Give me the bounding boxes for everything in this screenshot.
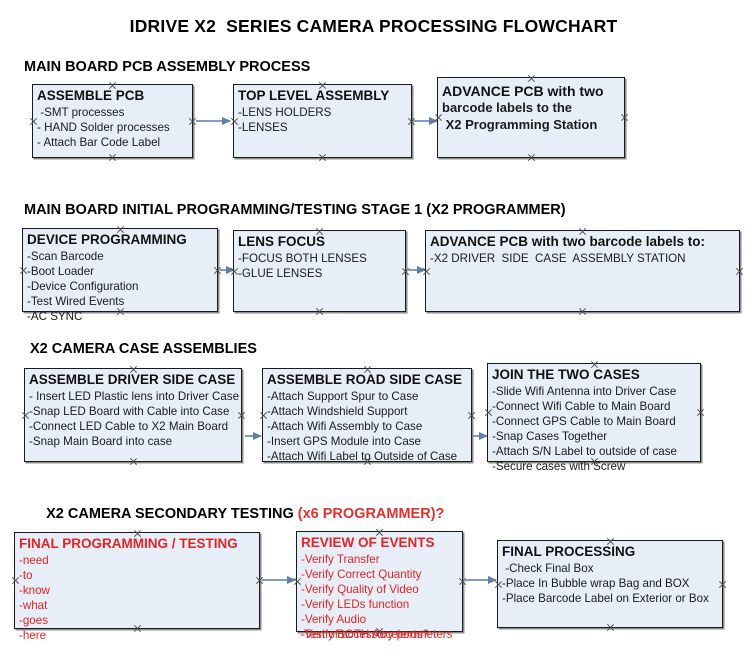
node-line-overflow: -Test of accessory ports? <box>300 628 429 641</box>
node-line: -Device Configuration <box>27 279 139 293</box>
section-header-label: X2 CAMERA SECONDARY TESTING <box>46 506 298 522</box>
node-line: -Check Final Box <box>502 561 594 575</box>
node-line: -know <box>19 583 50 597</box>
node-line: -LENSES <box>238 120 288 134</box>
node-line: -LENS HOLDERS <box>238 105 332 119</box>
node-line: - Insert LED Plastic lens into Driver Ca… <box>29 389 240 403</box>
arrow-final-programming-to-review-of-events <box>262 575 296 584</box>
node-final-programming-testing[interactable]: FINAL PROGRAMMING / TESTING -need -to -k… <box>14 532 260 642</box>
arrow-device-programming-to-lens-focus <box>220 265 235 274</box>
arrow-review-of-events-to-final-processing <box>464 575 497 584</box>
connector-handle-bottom-icon[interactable] <box>315 307 324 316</box>
connector-handle-right-icon[interactable] <box>735 267 744 276</box>
node-line: -Scan Barcode <box>27 249 104 263</box>
connector-handle-bottom-icon[interactable] <box>606 623 615 632</box>
section-header-x2-camera-case-assemblies: X2 CAMERA CASE ASSEMBLIES <box>30 341 257 357</box>
node-line: -FOCUS BOTH LENSES <box>238 251 367 265</box>
node-line: -AC SYNC <box>27 309 83 323</box>
node-line: -Verify BOTH Accelerometers <box>301 627 453 641</box>
node-header: TOP LEVEL ASSEMBLY <box>238 88 390 103</box>
connector-handle-bottom-icon[interactable] <box>527 153 536 162</box>
node-line: -here <box>19 628 47 642</box>
section-header-x2-camera-secondary-testing: X2 CAMERA SECONDARY TESTING (x6 PROGRAMM… <box>30 490 444 538</box>
node-line: -Attach Windshield Support <box>267 404 408 418</box>
node-final-processing[interactable]: FINAL PROCESSING -Check Final Box -Place… <box>497 540 723 628</box>
page-title: IDRIVE X2 SERIES CAMERA PROCESSING FLOWC… <box>129 16 618 36</box>
arrow-assemble-pcb-to-top-level <box>196 116 231 125</box>
node-line: -Attach Support Spur to Case <box>267 389 419 403</box>
node-line: - HAND Solder processes <box>37 120 170 134</box>
arrow-driver-case-to-road-case <box>245 431 262 440</box>
node-line: -Place Barcode Label on Exterior or Box <box>502 591 709 605</box>
node-line: -Verify Transfer <box>301 552 380 566</box>
node-line: -Attach S/N Label to outside of case <box>492 444 677 458</box>
node-line: -Insert GPS Module into Case <box>267 434 422 448</box>
node-advance-pcb-case-assembly-station[interactable]: ADVANCE PCB with two barcode labels to: … <box>425 230 740 312</box>
node-line: -Snap LED Board with Cable into Case <box>29 404 230 418</box>
node-line: -need <box>19 553 49 567</box>
node-line: -goes <box>19 613 49 627</box>
node-line: -Connect Wifi Cable to Main Board <box>492 399 671 413</box>
node-header: ADVANCE PCB with two <box>442 83 604 99</box>
node-line: -what <box>19 598 48 612</box>
node-header: DEVICE PROGRAMMING <box>27 232 187 247</box>
node-line: -Verify LEDs function <box>301 597 410 611</box>
node-assemble-road-side-case[interactable]: ASSEMBLE ROAD SIDE CASE -Attach Support … <box>262 368 472 463</box>
node-line: -SMT processes <box>37 105 125 119</box>
connector-handle-bottom-icon[interactable] <box>108 153 117 162</box>
node-line: -Slide Wifi Antenna into Driver Case <box>492 384 677 398</box>
node-line: -Test Wired Events <box>27 294 125 308</box>
node-line: -X2 DRIVER SIDE CASE ASSEMBLY STATION <box>430 251 686 265</box>
node-device-programming[interactable]: DEVICE PROGRAMMING -Scan Barcode -Boot L… <box>22 228 218 323</box>
node-line: -Verify Quality of Video <box>301 582 419 596</box>
node-join-the-two-cases[interactable]: JOIN THE TWO CASES -Slide Wifi Antenna i… <box>487 363 701 473</box>
arrow-lens-focus-to-advance-pcb-case <box>407 265 426 274</box>
node-line: -Connect LED Cable to X2 Main Board <box>29 419 229 433</box>
node-line: X2 Programming Station <box>442 117 598 133</box>
node-line: -Connect GPS Cable to Main Board <box>492 414 676 428</box>
arrow-top-level-to-advance-pcb <box>413 116 438 125</box>
node-header: ASSEMBLE ROAD SIDE CASE <box>267 372 463 387</box>
node-line: -Verify Correct Quantity <box>301 567 422 581</box>
node-line: -Snap Main Board into case <box>29 434 173 448</box>
node-line: -GLUE LENSES <box>238 266 323 280</box>
node-header: FINAL PROCESSING <box>502 544 636 559</box>
node-line: -to <box>19 568 33 582</box>
node-line: -Verify Audio <box>301 612 367 626</box>
node-header: FINAL PROGRAMMING / TESTING <box>19 536 238 551</box>
section-header-accent: (x6 PROGRAMMER)? <box>297 506 445 522</box>
node-header: ADVANCE PCB with two barcode labels to: <box>430 234 706 249</box>
node-assemble-pcb[interactable]: ASSEMBLE PCB -SMT processes - HAND Solde… <box>32 84 193 158</box>
node-header: JOIN THE TWO CASES <box>492 367 640 382</box>
connector-handle-bottom-icon[interactable] <box>578 307 587 316</box>
node-assemble-driver-side-case[interactable]: ASSEMBLE DRIVER SIDE CASE - Insert LED P… <box>24 368 242 462</box>
node-header: REVIEW OF EVENTS <box>301 535 435 550</box>
node-header: LENS FOCUS <box>238 234 326 249</box>
node-advance-pcb-programming-station[interactable]: ADVANCE PCB with two barcode labels to t… <box>437 77 625 158</box>
connector-handle-bottom-icon[interactable] <box>129 457 138 466</box>
node-line: -Place In Bubble wrap Bag and BOX <box>502 576 690 590</box>
arrow-road-case-to-join-cases <box>473 431 488 440</box>
node-line: -Snap Cases Together <box>492 429 608 443</box>
connector-handle-bottom-icon[interactable] <box>318 153 327 162</box>
node-line: -Attach Wifi Label to Outside of Case <box>267 449 458 463</box>
node-header: ASSEMBLE PCB <box>37 88 145 103</box>
node-header: ASSEMBLE DRIVER SIDE CASE <box>29 372 236 387</box>
node-review-of-events[interactable]: REVIEW OF EVENTS -Verify Transfer -Verif… <box>296 531 463 641</box>
node-lens-focus[interactable]: LENS FOCUS -FOCUS BOTH LENSES -GLUE LENS… <box>233 230 406 312</box>
section-header-main-board-initial-programming: MAIN BOARD INITIAL PROGRAMMING/TESTING S… <box>24 202 566 218</box>
node-line: -Secure cases with Screw <box>492 459 626 473</box>
section-header-main-board-pcb-assembly: MAIN BOARD PCB ASSEMBLY PROCESS <box>24 59 311 75</box>
node-line: -Attach Wifi Assembly to Case <box>267 419 423 433</box>
node-line: - Attach Bar Code Label <box>37 135 161 149</box>
node-line: -Boot Loader <box>27 264 95 278</box>
node-line: barcode labels to the <box>442 100 573 116</box>
node-top-level-assembly[interactable]: TOP LEVEL ASSEMBLY -LENS HOLDERS -LENSES <box>233 84 412 158</box>
